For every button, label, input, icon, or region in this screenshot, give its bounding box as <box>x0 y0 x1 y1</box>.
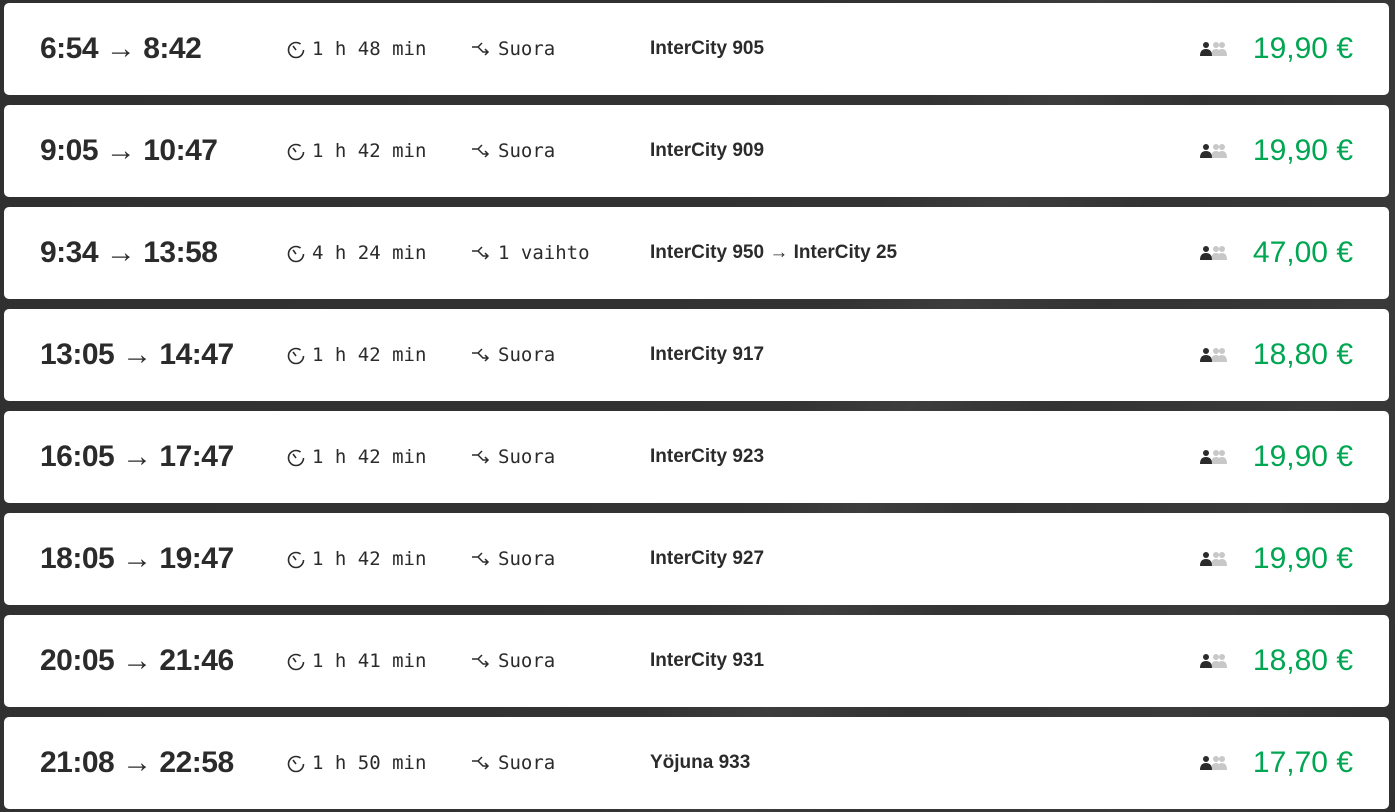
occupancy-icon <box>1200 756 1227 770</box>
changes-text: Suora <box>498 344 556 366</box>
train-name: InterCity 931 <box>650 650 765 671</box>
connection-card[interactable]: 6:54 → 8:42 1 h 48 min Suora InterCity 9… <box>4 3 1389 95</box>
timer-icon <box>287 41 305 59</box>
changes-text: Suora <box>498 446 556 468</box>
changes-text: Suora <box>498 140 556 162</box>
duration-text: 1 h 42 min <box>312 548 427 570</box>
occupancy-icon <box>1200 654 1227 668</box>
changes: 1 vaihto <box>470 207 590 299</box>
changes: Suora <box>470 615 555 707</box>
duration: 1 h 41 min <box>286 615 426 707</box>
train-name: InterCity 909 <box>650 140 765 161</box>
departure-arrival-times: 13:05 → 14:47 <box>40 338 234 371</box>
route-split-icon <box>472 552 490 566</box>
route-split-icon <box>472 348 490 362</box>
train-name: InterCity 923 <box>650 446 765 467</box>
timer-icon <box>287 245 305 263</box>
train-name: InterCity 905 <box>650 38 765 59</box>
departure-arrival-times: 20:05 → 21:46 <box>40 644 234 677</box>
timer-icon <box>287 755 305 773</box>
duration: 1 h 42 min <box>286 105 426 197</box>
train-name: Yöjuna 933 <box>650 752 751 773</box>
departure-arrival-times: 21:08 → 22:58 <box>40 746 234 779</box>
duration-text: 1 h 42 min <box>312 446 427 468</box>
occupancy-icon <box>1200 42 1227 56</box>
route-split-icon <box>472 654 490 668</box>
price: 19,90 € <box>1252 32 1353 65</box>
route-split-icon <box>472 144 490 158</box>
price: 19,90 € <box>1252 134 1353 167</box>
duration-text: 4 h 24 min <box>312 242 427 264</box>
departure-arrival-times: 6:54 → 8:42 <box>40 32 202 65</box>
connection-card[interactable]: 21:08 → 22:58 1 h 50 min Suora Yöjuna 93… <box>4 717 1389 809</box>
duration: 1 h 48 min <box>286 3 426 95</box>
price: 47,00 € <box>1252 236 1353 269</box>
duration: 1 h 42 min <box>286 411 426 503</box>
price: 18,80 € <box>1252 644 1353 677</box>
duration-text: 1 h 42 min <box>312 140 427 162</box>
route-split-icon <box>472 450 490 464</box>
occupancy-icon <box>1200 144 1227 158</box>
duration: 4 h 24 min <box>286 207 426 299</box>
changes-text: 1 vaihto <box>498 242 590 264</box>
duration-text: 1 h 50 min <box>312 752 427 774</box>
occupancy-icon <box>1200 246 1227 260</box>
timer-icon <box>287 347 305 365</box>
departure-arrival-times: 16:05 → 17:47 <box>40 440 234 473</box>
duration: 1 h 42 min <box>286 513 426 605</box>
connection-card[interactable]: 9:34 → 13:58 4 h 24 min 1 vaihto InterCi… <box>4 207 1389 299</box>
departure-arrival-times: 9:05 → 10:47 <box>40 134 218 167</box>
changes: Suora <box>470 717 555 809</box>
changes: Suora <box>470 105 555 197</box>
duration-text: 1 h 42 min <box>312 344 427 366</box>
route-split-icon <box>472 246 490 260</box>
changes-text: Suora <box>498 38 556 60</box>
train-name: InterCity 927 <box>650 548 765 569</box>
route-split-icon <box>472 42 490 56</box>
connection-card[interactable]: 18:05 → 19:47 1 h 42 min Suora InterCity… <box>4 513 1389 605</box>
connection-card[interactable]: 16:05 → 17:47 1 h 42 min Suora InterCity… <box>4 411 1389 503</box>
route-split-icon <box>472 756 490 770</box>
train-name: InterCity 917 <box>650 344 765 365</box>
duration-text: 1 h 41 min <box>312 650 427 672</box>
duration: 1 h 50 min <box>286 717 426 809</box>
connection-card[interactable]: 20:05 → 21:46 1 h 41 min Suora InterCity… <box>4 615 1389 707</box>
timer-icon <box>287 143 305 161</box>
occupancy-icon <box>1200 348 1227 362</box>
connection-card[interactable]: 9:05 → 10:47 1 h 42 min Suora InterCity … <box>4 105 1389 197</box>
departure-arrival-times: 9:34 → 13:58 <box>40 236 218 269</box>
departure-arrival-times: 18:05 → 19:47 <box>40 542 234 575</box>
timer-icon <box>287 449 305 467</box>
changes: Suora <box>470 411 555 503</box>
timer-icon <box>287 551 305 569</box>
changes: Suora <box>470 309 555 401</box>
changes-text: Suora <box>498 650 556 672</box>
changes-text: Suora <box>498 548 556 570</box>
changes: Suora <box>470 3 555 95</box>
price: 19,90 € <box>1252 440 1353 473</box>
changes-text: Suora <box>498 752 556 774</box>
train-name: InterCity 950 → InterCity 25 <box>650 242 898 263</box>
occupancy-icon <box>1200 450 1227 464</box>
price: 17,70 € <box>1252 746 1353 779</box>
price: 19,90 € <box>1252 542 1353 575</box>
duration: 1 h 42 min <box>286 309 426 401</box>
duration-text: 1 h 48 min <box>312 38 427 60</box>
changes: Suora <box>470 513 555 605</box>
timer-icon <box>287 653 305 671</box>
connection-card[interactable]: 13:05 → 14:47 1 h 42 min Suora InterCity… <box>4 309 1389 401</box>
occupancy-icon <box>1200 552 1227 566</box>
price: 18,80 € <box>1252 338 1353 371</box>
